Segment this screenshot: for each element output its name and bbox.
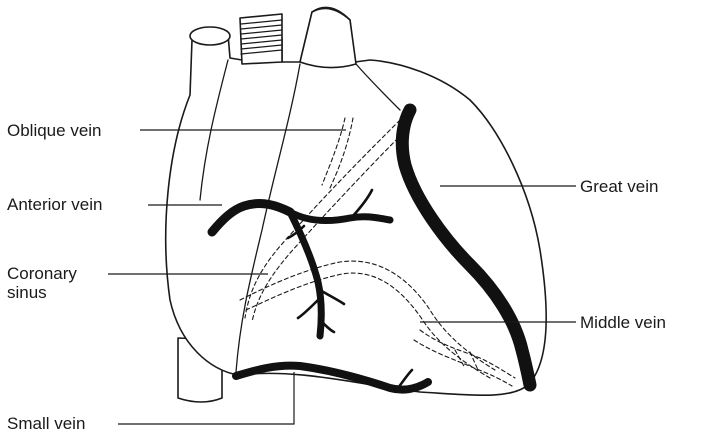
label-coronary-sinus: Coronary sinus bbox=[7, 264, 77, 302]
heart-outline bbox=[166, 8, 546, 396]
label-anterior-vein: Anterior vein bbox=[7, 195, 102, 214]
pulmonary-artery bbox=[300, 8, 356, 67]
label-coronary-sinus-line2: sinus bbox=[7, 283, 77, 302]
label-oblique-vein: Oblique vein bbox=[7, 121, 102, 140]
label-coronary-sinus-line1: Coronary bbox=[7, 264, 77, 283]
aorta-opening bbox=[190, 27, 230, 45]
label-small-vein: Small vein bbox=[7, 414, 85, 433]
label-middle-vein: Middle vein bbox=[580, 313, 666, 332]
label-great-vein: Great vein bbox=[580, 177, 658, 196]
